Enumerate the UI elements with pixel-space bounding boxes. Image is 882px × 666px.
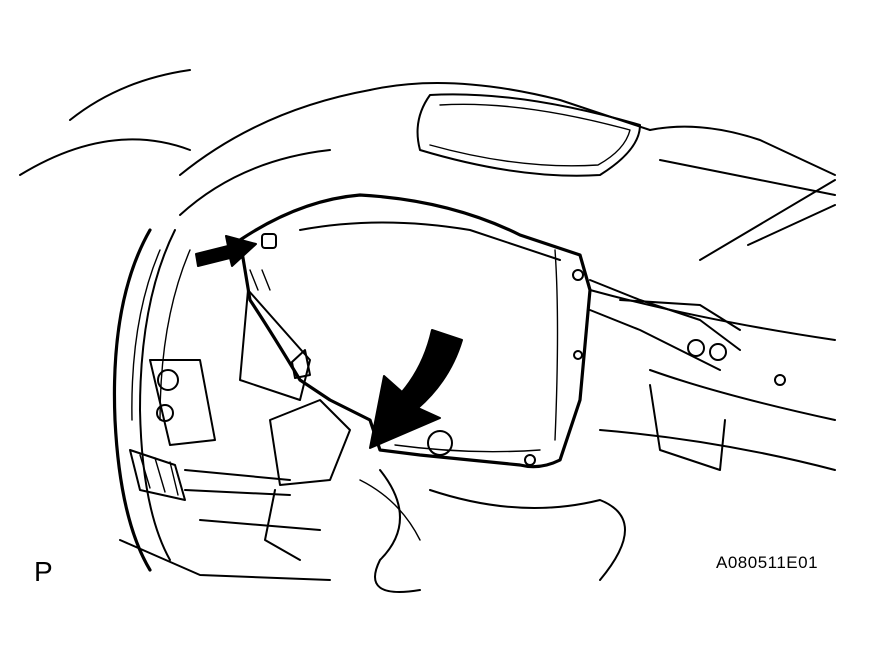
vehicle-body-outline [19,69,836,471]
lower-engine-shapes [119,399,626,593]
removal-direction-arrow-icon [369,329,463,449]
view-indicator-letter: P [34,556,53,587]
side-flap [239,289,311,401]
clip-arrow-icon [195,235,257,267]
fastener-clip [249,233,277,291]
suspension-member [589,279,786,471]
engine-undercover-panel [238,193,592,469]
windshield-recess [416,93,641,177]
tire [112,228,191,572]
steering-linkage [129,359,291,501]
figure-reference-code: A080511E01 [716,553,819,572]
